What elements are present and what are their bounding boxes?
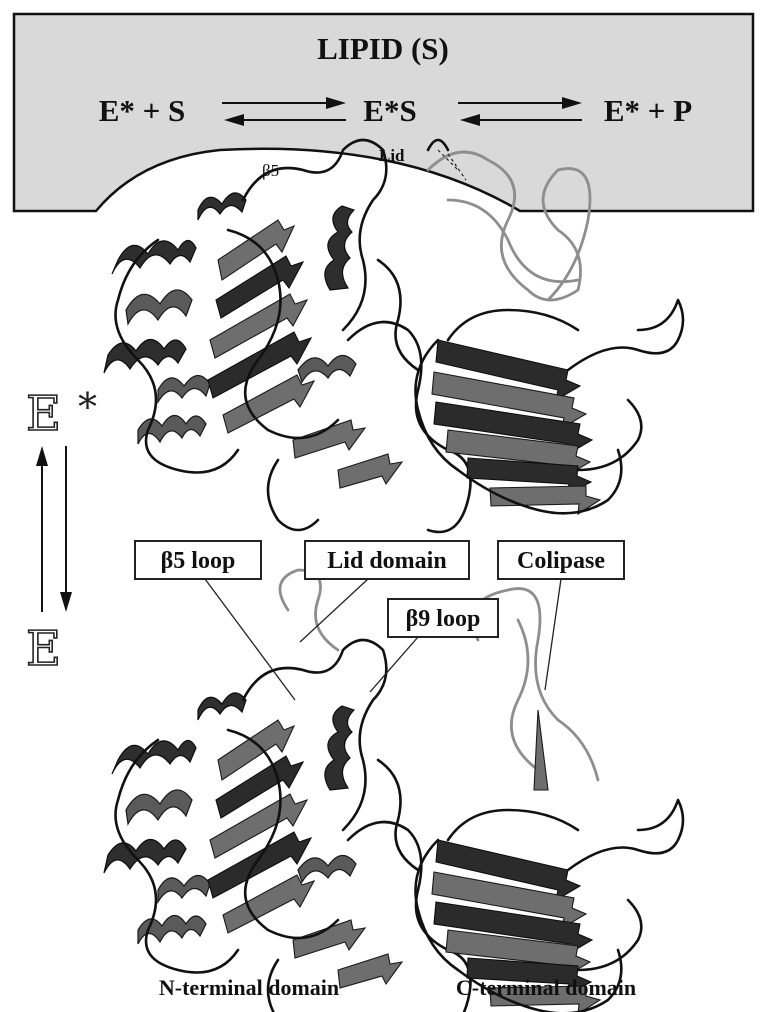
beta5-label: β5: [262, 161, 279, 180]
callout-beta9-loop: β9 loop: [369, 598, 499, 693]
n-terminal-domain-label: N-terminal domain: [159, 975, 339, 1000]
callout-lid-domain: Lid domain: [299, 540, 470, 643]
reaction-term-1: E* + S: [99, 93, 186, 128]
enzyme-active-label: E: [26, 386, 61, 442]
enzyme-active-star: *: [78, 385, 97, 429]
lid-label: Lid: [379, 146, 405, 165]
callout-colipase: Colipase: [497, 540, 625, 691]
enzyme-inactive-label: E: [26, 621, 61, 677]
reaction-term-3: E* + P: [604, 93, 692, 128]
equilibrium-arrows-icon: [222, 97, 346, 126]
callout-beta9-loop-text: β9 loop: [406, 606, 481, 632]
protein-structure-active: [102, 138, 685, 534]
callout-colipase-text: Colipase: [517, 548, 605, 574]
callout-lid-domain-text: Lid domain: [327, 548, 446, 574]
state-equilibrium-arrows-icon: [36, 446, 72, 612]
lipid-title: LIPID (S): [317, 31, 449, 66]
callout-beta5-loop-text: β5 loop: [161, 548, 236, 574]
c-terminal-domain-label: C-terminal domain: [456, 975, 636, 1000]
callout-beta5-loop: β5 loop: [134, 540, 296, 701]
reaction-term-2: E*S: [363, 93, 416, 128]
lipid-panel: [12, 12, 755, 213]
equilibrium-arrows-icon: [458, 97, 582, 126]
